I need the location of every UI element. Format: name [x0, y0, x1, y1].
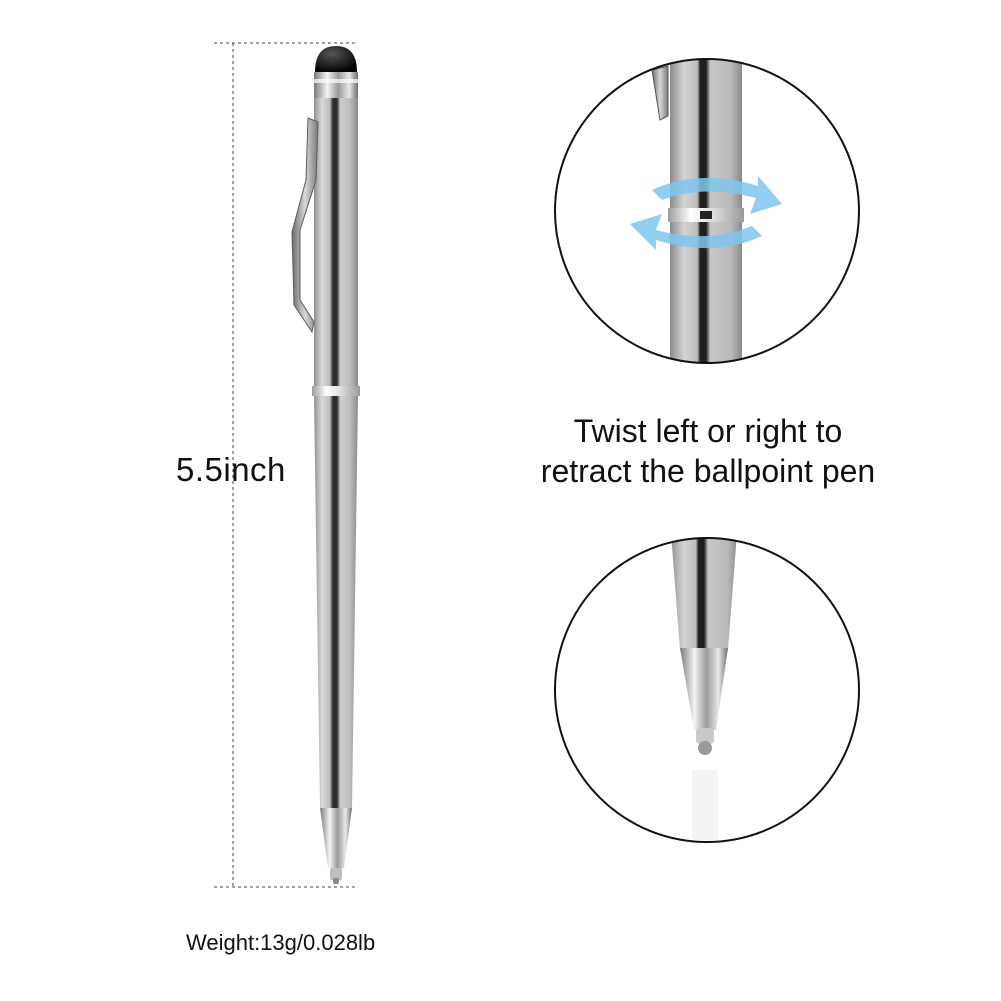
- ballpoint-cone: [320, 808, 352, 868]
- upper-barrel: [314, 98, 358, 386]
- stylus-rubber-tip: [315, 46, 357, 72]
- twist-detail-zoom: [554, 58, 860, 364]
- stylus-pen: [291, 46, 360, 884]
- zoom-circle-outline-bottom: [554, 537, 860, 843]
- ballpoint-detail-zoom: [554, 537, 860, 843]
- stylus-collar: [314, 72, 358, 98]
- caption-line-2: retract the ballpoint pen: [540, 453, 876, 489]
- caption-line-1: Twist left or right to: [573, 413, 843, 449]
- length-dimension-guide: [214, 42, 356, 888]
- pen-clip: [291, 117, 319, 334]
- twist-ring: [312, 386, 360, 396]
- lower-barrel: [314, 396, 358, 808]
- rotate-arrows-icon: [630, 176, 782, 250]
- zoom-circle-outline-top: [554, 58, 860, 364]
- length-label: 5.5inch: [176, 451, 286, 488]
- weight-label: Weight:13g/0.028lb: [186, 930, 376, 955]
